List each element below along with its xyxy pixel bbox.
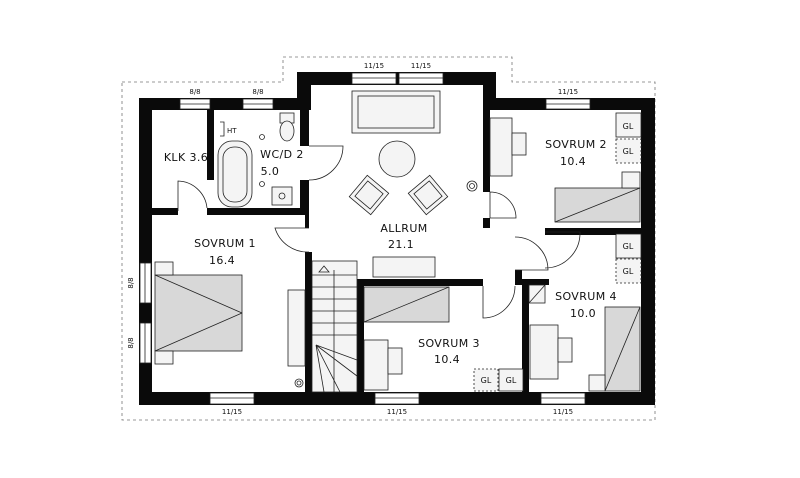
- room-label-sovrum3-area: 10.4: [434, 353, 460, 366]
- room-label-sovrum1-area: 16.4: [209, 254, 235, 267]
- window-label-top-left-1: 8/8: [189, 88, 200, 96]
- sovrum3-furniture: [363, 286, 524, 392]
- wardrobe-label-s4-b: GL: [623, 267, 634, 276]
- wardrobe-label-s3-b: GL: [506, 376, 517, 385]
- room-label-sovrum3-name: SOVRUM 3: [418, 337, 480, 350]
- room-label-sovrum2-name: SOVRUM 2: [545, 138, 607, 151]
- wardrobe-label-s2-a: GL: [623, 122, 634, 131]
- room-label-sovrum1-name: SOVRUM 1: [194, 237, 256, 250]
- room-label-sovrum4-area: 10.0: [570, 307, 596, 320]
- window-bottom-3: [540, 392, 586, 405]
- room-label-klk: KLK 3.6: [164, 151, 208, 164]
- room-label-ht: HT: [227, 127, 237, 135]
- window-label-top-sovrum2: 11/15: [558, 88, 578, 96]
- staircase: [311, 260, 358, 393]
- sovrum4-furniture: [528, 233, 642, 392]
- room-label-sovrum4-name: SOVRUM 4: [555, 290, 617, 303]
- window-label-top-left-2: 8/8: [252, 88, 263, 96]
- room-label-wc-name: WC/D 2: [260, 148, 304, 161]
- facade-outline: [121, 56, 656, 421]
- window-top-allrum-2: [398, 72, 444, 85]
- windows: [139, 72, 591, 405]
- window-left-1: [139, 262, 152, 304]
- window-label-bottom-1: 11/15: [222, 408, 242, 416]
- wc-fixtures: [217, 112, 295, 208]
- room-label-wc-area: 5.0: [261, 165, 280, 178]
- sovrum2-furniture: [489, 112, 642, 223]
- interior-walls: [152, 110, 641, 392]
- window-label-left-2: 8/8: [127, 337, 135, 348]
- window-bottom-2: [374, 392, 420, 405]
- window-label-bottom-3: 11/15: [553, 408, 573, 416]
- window-label-left-1: 8/8: [127, 277, 135, 288]
- room-label-allrum-area: 21.1: [388, 238, 414, 251]
- room-label-sovrum2-area: 10.4: [560, 155, 586, 168]
- window-left-2: [139, 322, 152, 364]
- window-bottom-1: [209, 392, 255, 405]
- window-label-top-allrum-1: 11/15: [364, 62, 384, 70]
- allrum-furniture: [348, 90, 478, 278]
- window-top-allrum-1: [351, 72, 397, 85]
- window-label-bottom-2: 11/15: [387, 408, 407, 416]
- doors: [177, 145, 581, 319]
- wardrobe-label-s4-a: GL: [623, 242, 634, 251]
- room-label-allrum-name: ALLRUM: [380, 222, 427, 235]
- window-label-top-allrum-2: 11/15: [411, 62, 431, 70]
- sovrum1-furniture: [154, 261, 306, 388]
- wardrobe-label-s2-b: GL: [623, 147, 634, 156]
- wardrobe-label-s3-a: GL: [481, 376, 492, 385]
